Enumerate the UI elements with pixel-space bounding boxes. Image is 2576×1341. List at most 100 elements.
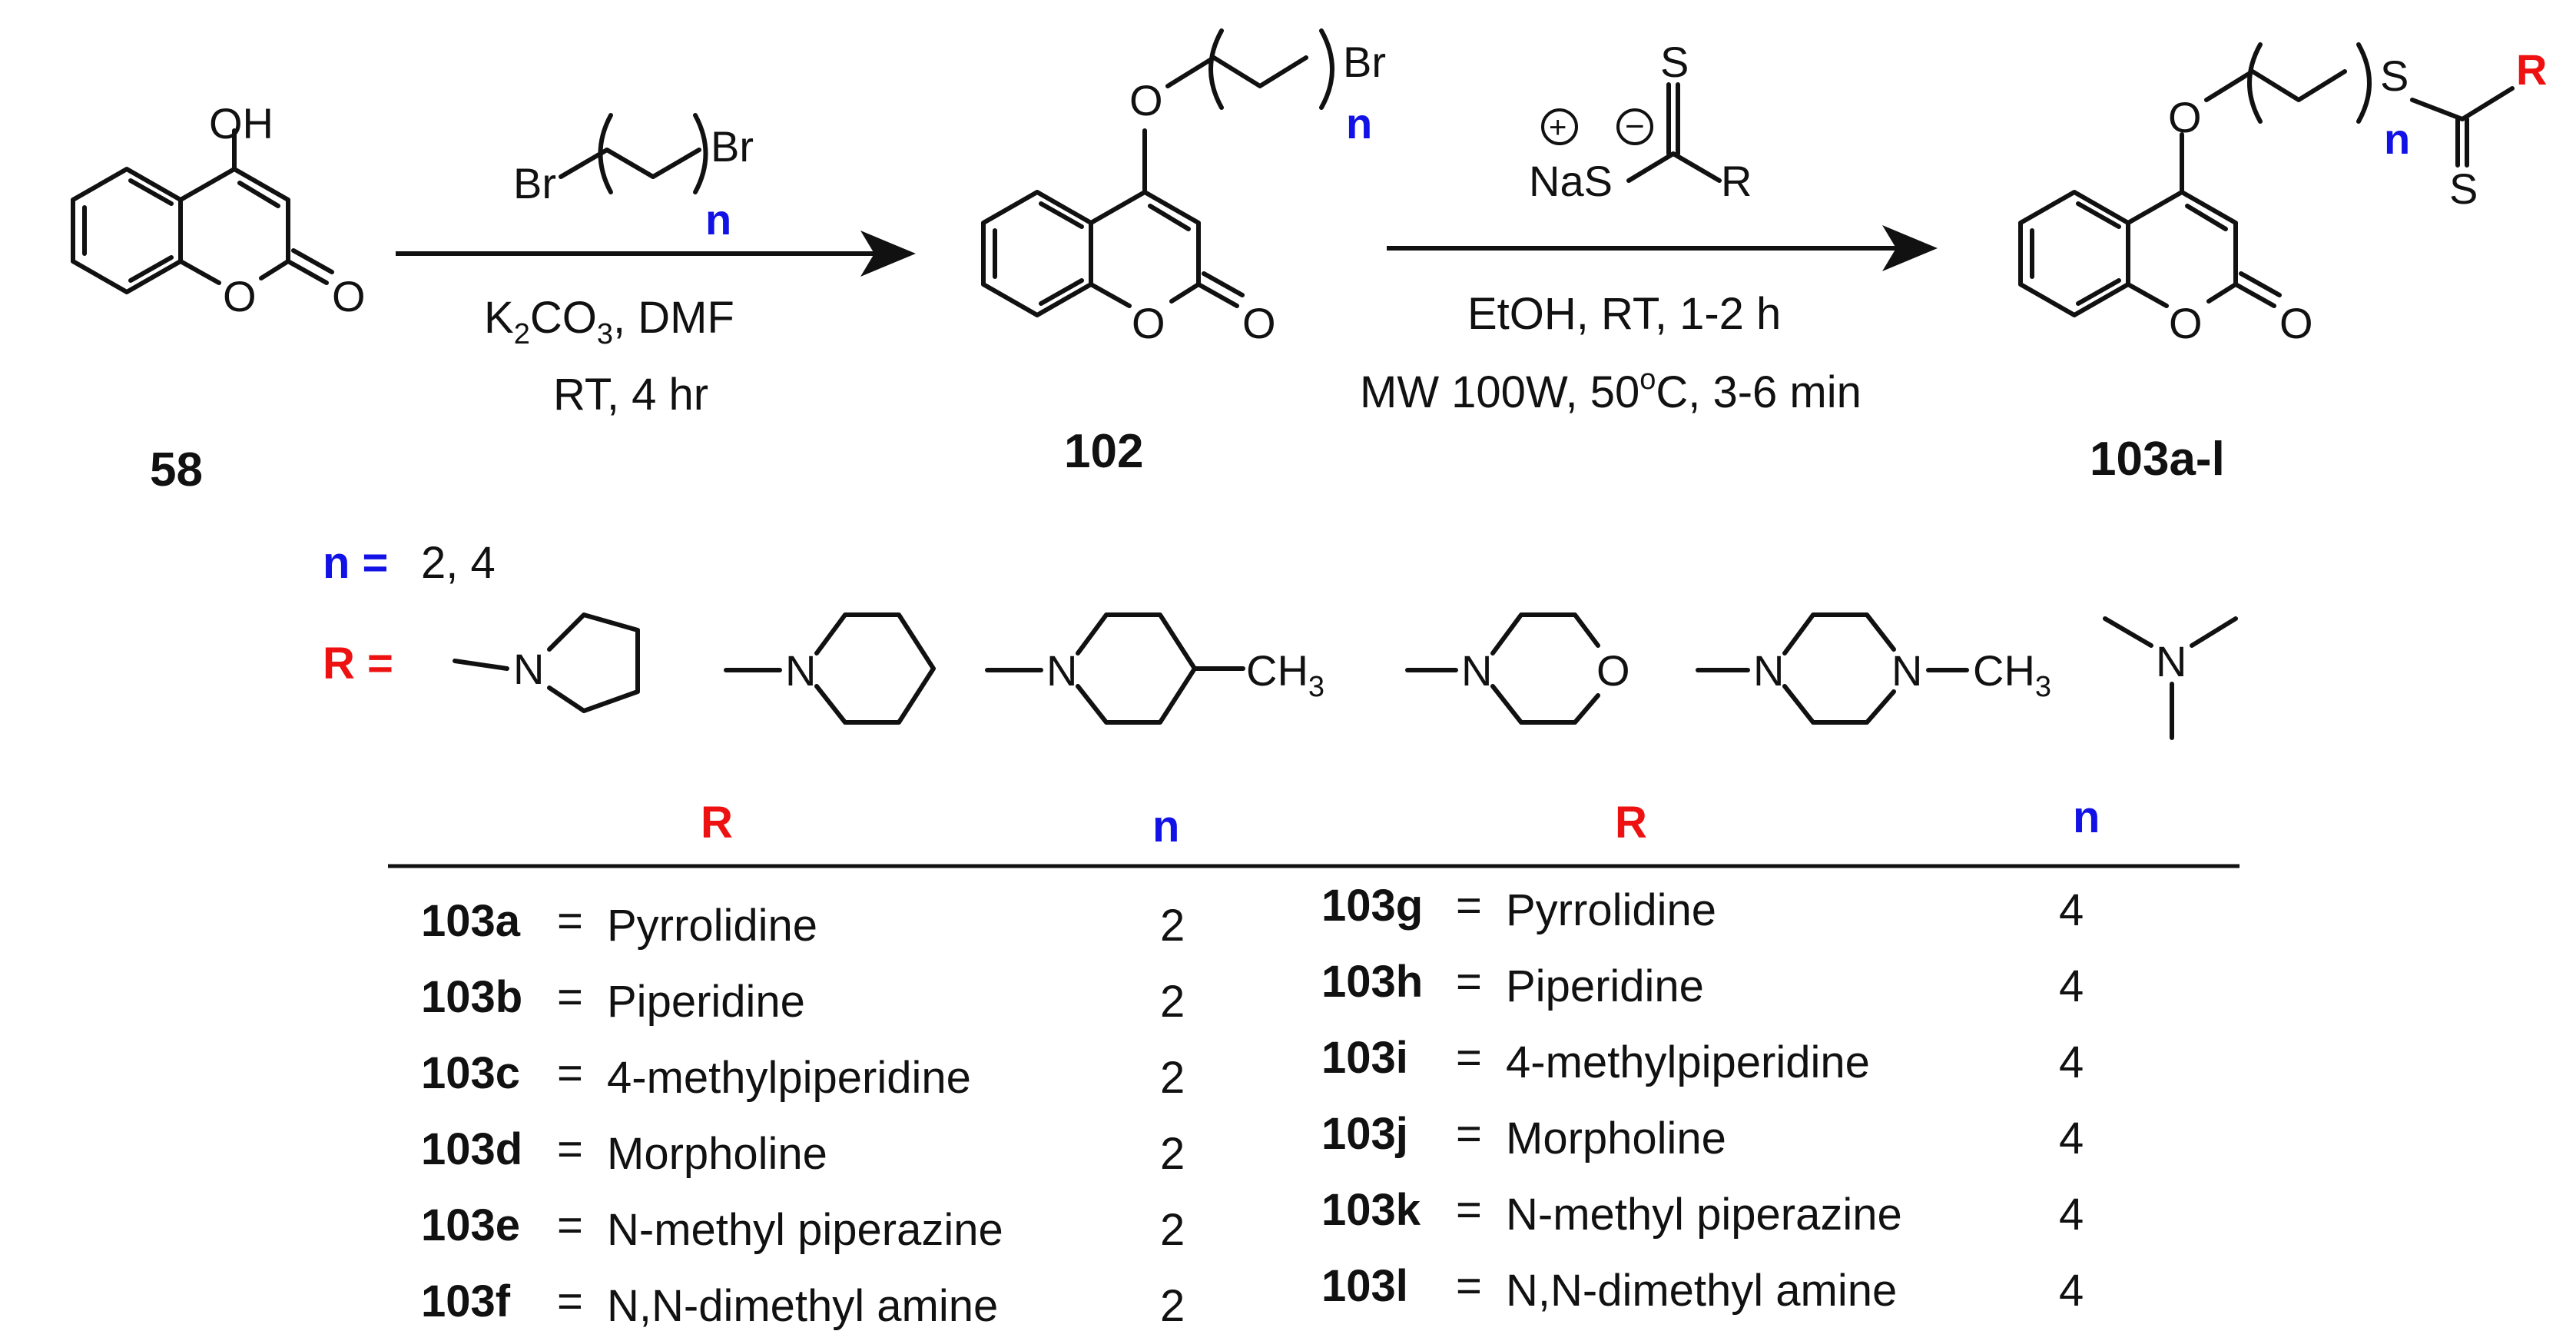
bromine-right-label: Br [711, 122, 754, 171]
amine-r-label: R [1721, 157, 1752, 205]
substituent-name: Morpholine [1506, 1114, 1726, 1163]
svg-text:N: N [785, 646, 816, 695]
compound-id: 103d [421, 1124, 522, 1174]
r-symbol-label: R = [323, 639, 393, 689]
repeat-n-label: n [2384, 115, 2410, 163]
svg-text:O: O [1596, 646, 1630, 695]
svg-text:N: N [1891, 646, 1922, 695]
right-header-n: n [2073, 792, 2100, 842]
substituent-name: 4-methylpiperidine [1506, 1037, 1870, 1087]
step2-conditions: EtOH, RT, 1-2 h MW 100W, 50oC, 3-6 min [1360, 289, 1862, 417]
compound-58-label: 58 [150, 443, 203, 496]
svg-text:CH3: CH3 [1246, 646, 1324, 703]
carbonyl-oxygen-label: O [332, 272, 366, 320]
step2-solvent-label: EtOH, RT, 1-2 h [1467, 289, 1781, 339]
cation-charge-icon: + [1549, 111, 1566, 144]
compound-id: 103a [421, 896, 521, 946]
ether-oxygen-label: O [1129, 76, 1163, 124]
left-header-r: R [701, 798, 733, 848]
equals-sign: = [557, 972, 583, 1022]
chain-length-n: 4 [2059, 1190, 2084, 1240]
left-table-rows: 103a = Pyrrolidine 2 103b = Piperidine 2 103c = 4-… [421, 896, 1185, 1331]
svg-text:N: N [1461, 646, 1492, 695]
substituent-name: N,N-dimethyl amine [1506, 1266, 1897, 1316]
bromine-label: Br [1343, 38, 1386, 86]
compound-id: 103f [421, 1276, 511, 1326]
chain-length-n: 2 [1160, 977, 1185, 1027]
substituent-name: N,N-dimethyl amine [607, 1281, 998, 1331]
chain-length-n: 4 [2059, 885, 2084, 935]
step1-conditions: K2CO3, DMF RT, 4 hr [484, 293, 734, 420]
substituent-name: Morpholine [607, 1129, 827, 1179]
thione-sulfur-label: S [1660, 38, 1689, 86]
equals-sign: = [557, 1124, 583, 1174]
substituent-name: N-methyl piperazine [607, 1205, 1003, 1255]
methylpiperazinyl-structure: N N CH3 [1696, 612, 2051, 725]
equals-sign: = [1456, 1109, 1482, 1159]
equals-sign: = [1456, 1261, 1482, 1311]
dimethylamino-structure: N [2103, 616, 2238, 740]
compound-id: 103k [1321, 1185, 1421, 1235]
variable-definitions: n = 2, 4 R = [323, 538, 496, 689]
chain-length-n: 2 [1160, 1281, 1185, 1331]
compound-id: 103i [1321, 1033, 1408, 1083]
compound-id: 103h [1321, 957, 1423, 1007]
svg-text:CH3: CH3 [1973, 646, 2051, 703]
piperidinyl-structure: N [724, 612, 936, 725]
chain-length-n: 2 [1160, 901, 1185, 951]
chain-length-n: 4 [2059, 1266, 2084, 1316]
substituent-name: Pyrrolidine [607, 901, 817, 951]
substituent-name: N-methyl piperazine [1506, 1190, 1902, 1240]
compound-id: 103j [1321, 1109, 1408, 1159]
svg-text:N: N [1753, 646, 1784, 695]
carbonyl-oxygen-label: O [1242, 299, 1276, 347]
ring-oxygen-label: O [223, 272, 257, 320]
equals-sign: = [1456, 1185, 1482, 1235]
ether-oxygen-label: O [2168, 93, 2202, 141]
pyrrolidinyl-structure: N [453, 612, 640, 713]
svg-text:N: N [513, 645, 544, 693]
methylpiperidinyl-structure: N CH3 [985, 612, 1324, 725]
chain-length-n: 2 [1160, 1053, 1185, 1103]
carbonyl-oxygen-label: O [2279, 299, 2313, 347]
equals-sign: = [1456, 957, 1482, 1007]
dibromoalkane-reagent: Br Br n [513, 113, 754, 244]
compound-id: 103b [421, 972, 522, 1022]
compound-103-structure: O S n R S O O 103a-l [2018, 42, 2547, 486]
compound-id: 103c [421, 1048, 520, 1098]
equals-sign: = [1456, 881, 1482, 931]
equals-sign: = [557, 896, 583, 946]
compound-58-structure: OH O O 58 [71, 99, 366, 496]
repeat-n-label: n [1346, 99, 1372, 148]
ring-oxygen-label: O [2169, 299, 2203, 347]
equals-sign: = [557, 1200, 583, 1250]
svg-text:N: N [1046, 646, 1077, 695]
svg-text:MW 100W, 50oC, 3-6 min: MW 100W, 50oC, 3-6 min [1360, 363, 1862, 417]
compound-103-label: 103a-l [2090, 433, 2225, 486]
right-header-r: R [1615, 798, 1647, 848]
compound-102-structure: O Br n O O 102 [981, 28, 1386, 478]
bromine-left-label: Br [513, 159, 556, 207]
dithiocarbamate-reagent: S + − NaS R [1529, 38, 1752, 205]
amine-r-label: R [2516, 45, 2547, 94]
chain-length-n: 2 [1160, 1205, 1185, 1255]
equals-sign: = [1456, 1033, 1482, 1083]
chain-length-n: 4 [2059, 1114, 2084, 1163]
svg-text:K2CO3, DMF: K2CO3, DMF [484, 293, 734, 350]
substituent-name: 4-methylpiperidine [607, 1053, 971, 1103]
substituent-name: Piperidine [607, 977, 805, 1027]
thione-sulfur-label: S [2449, 164, 2478, 213]
equals-sign: = [557, 1048, 583, 1098]
chain-length-n: 4 [2059, 1037, 2084, 1087]
compound-id: 103l [1321, 1261, 1408, 1311]
substituent-name: Pyrrolidine [1506, 885, 1716, 935]
repeat-n-label: n [705, 195, 731, 244]
chain-length-n: 2 [1160, 1129, 1185, 1179]
morpholinyl-structure: N O [1405, 612, 1630, 725]
anion-charge-icon: − [1625, 108, 1645, 145]
compound-id: 103g [1321, 881, 1423, 931]
chain-length-n: 4 [2059, 961, 2084, 1011]
